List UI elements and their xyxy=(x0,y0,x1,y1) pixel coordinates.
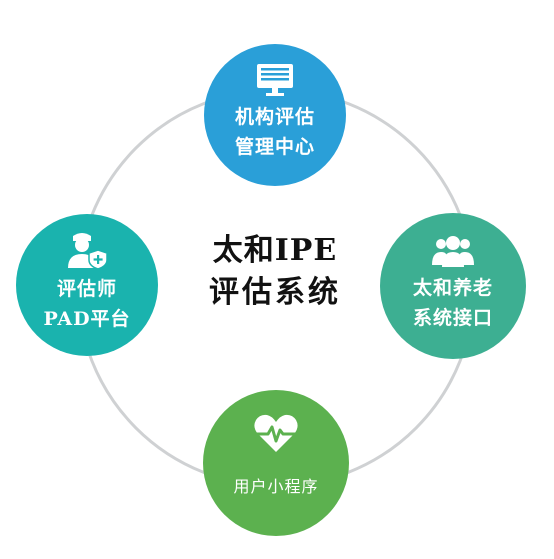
node-left-line1: 评估师 xyxy=(56,278,117,300)
node-assessor-pad: 评估师 PAD平台 xyxy=(16,214,158,356)
node-taihe-interface: 太和养老 系统接口 xyxy=(380,213,526,359)
monitor-icon xyxy=(255,62,295,102)
node-right-line1: 太和养老 xyxy=(412,277,493,299)
center-title: 太和IPE 评估系统 xyxy=(180,232,370,311)
assessor-shield-icon xyxy=(65,230,109,274)
center-title-line2: 评估系统 xyxy=(209,274,341,310)
group-users-icon xyxy=(431,235,475,273)
node-left-line2: PAD平台 xyxy=(43,308,131,330)
node-top-line1: 机构评估 xyxy=(234,106,315,128)
node-institution-management: 机构评估 管理中心 xyxy=(204,44,346,186)
heart-pulse-icon xyxy=(252,412,300,458)
node-right-line2: 系统接口 xyxy=(412,307,493,329)
node-top-line2: 管理中心 xyxy=(234,136,315,158)
node-user-miniprogram: 用户小程序 xyxy=(203,390,349,536)
center-title-line1: 太和IPE xyxy=(212,233,338,268)
node-bottom-line1: 用户小程序 xyxy=(233,477,319,496)
